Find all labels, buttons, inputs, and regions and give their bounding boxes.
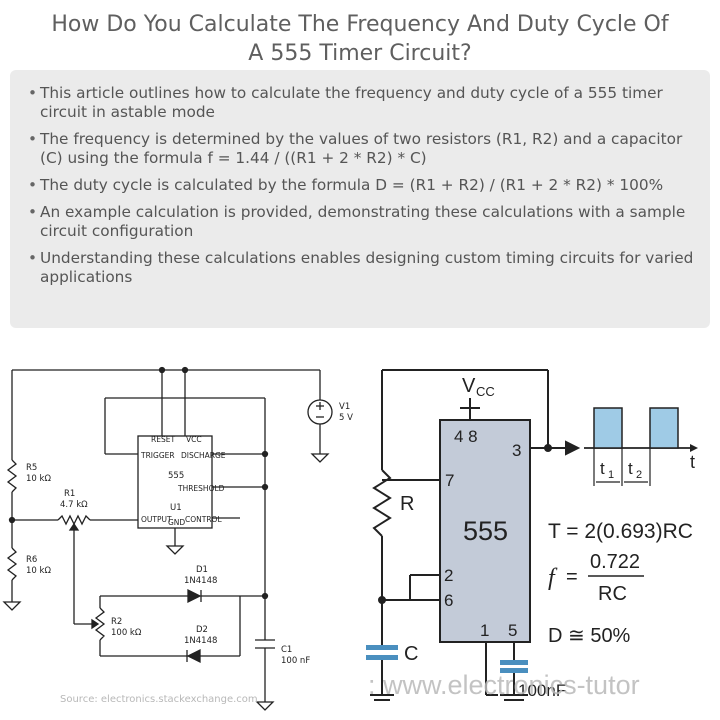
ground-ic-icon (165, 545, 185, 555)
page-title: How Do You Calculate The Frequency And D… (0, 10, 720, 68)
pulse-2 (649, 407, 679, 449)
r2-potentiometer (94, 607, 106, 641)
pin-output-label: OUTPUT (141, 515, 172, 524)
d1-label: D1 (196, 565, 208, 575)
r5-resistor (6, 459, 18, 493)
watermark-text: : www.electronics-tutor (368, 670, 640, 700)
r1-value: 4.7 kΩ (60, 500, 88, 510)
pin-reset-label: RESET (151, 435, 175, 444)
left-schematic-labels: RESET VCC TRIGGER DISCHARGE 555 THRESHOL… (26, 402, 353, 705)
pin-2-label: 2 (444, 566, 453, 585)
r2-label: R2 (111, 617, 122, 627)
pin-4-8-label: 4 8 (454, 427, 478, 446)
cap-100nf-plate-top (500, 660, 528, 665)
r6-value: 10 kΩ (26, 566, 51, 576)
left-schematic (2, 366, 333, 711)
pin-gnd-label: GND (168, 518, 185, 527)
formula-f-equals: = (566, 566, 578, 588)
circuit-figure: RESET VCC TRIGGER DISCHARGE 555 THRESHOL… (0, 350, 720, 720)
summary-panel: This article outlines how to calculate t… (10, 70, 710, 328)
formula-f-denominator: RC (598, 583, 627, 605)
formula-duty: D ≅ 50% (548, 625, 631, 647)
r5-label: R5 (26, 463, 37, 473)
time-axis-label: t (690, 452, 695, 472)
v1-value: 5 V (339, 413, 353, 423)
summary-bullet-2: The frequency is determined by the value… (28, 130, 694, 168)
r6-resistor (6, 547, 18, 581)
t2-sub-label: 2 (636, 469, 642, 481)
d2-diode-icon (186, 648, 201, 664)
pin-5-label: 5 (508, 621, 517, 640)
pin-threshold-label: THRESHOLD (177, 484, 225, 493)
r1-potentiometer (57, 514, 91, 526)
v1-label: V1 (339, 402, 350, 412)
pin-6-label: 6 (444, 591, 453, 610)
pulse-1 (593, 407, 623, 449)
c-capacitor-plate-top (366, 645, 398, 650)
waveform (584, 407, 698, 486)
source-credit: Source: electronics.stackexchange.com (60, 694, 258, 705)
c1-label: C1 (281, 645, 292, 655)
right-schematic (366, 369, 581, 701)
pin-discharge-label: DISCHARGE (181, 451, 226, 460)
vcc-v-label: V (462, 375, 476, 397)
u1-label: U1 (170, 503, 182, 513)
summary-bullet-3: The duty cycle is calculated by the form… (28, 176, 694, 195)
ground-c1-icon (255, 701, 275, 711)
d2-label: D2 (196, 625, 208, 635)
d1-value: 1N4148 (184, 576, 217, 586)
pin-control-label: CONTROL (185, 515, 222, 524)
pin-7-label: 7 (445, 471, 454, 490)
ground-r6-icon (2, 601, 22, 611)
vcc-sub-label: CC (476, 384, 495, 399)
pin-trigger-label: TRIGGER (140, 451, 175, 460)
pin-1-label: 1 (480, 621, 489, 640)
r1-label: R1 (64, 489, 75, 499)
pin-3-label: 3 (512, 441, 521, 460)
summary-bullet-5: Understanding these calculations enables… (28, 249, 694, 287)
formula-f-numerator: 0.722 (590, 551, 640, 573)
r2-value: 100 kΩ (111, 628, 142, 638)
c1-value: 100 nF (281, 656, 310, 666)
right-schematic-labels: V CC 4 8 3 7 555 2 6 1 5 R C 100nF t t 1… (368, 375, 695, 700)
summary-list: This article outlines how to calculate t… (28, 84, 694, 287)
time-axis-arrow-icon (690, 444, 698, 452)
right-555-chip (439, 419, 531, 643)
r6-label: R6 (26, 555, 37, 565)
cap-100nf-plate-bottom (500, 668, 528, 673)
cap-value-label: 100nF (518, 681, 566, 700)
ground-v1-icon (310, 453, 330, 463)
title-line-2: A 555 Timer Circuit? (248, 41, 472, 66)
pin-vcc-label: VCC (186, 435, 202, 444)
d1-diode-icon (187, 588, 202, 604)
formula-period: T = 2(0.693)RC (548, 520, 693, 543)
capacitor-c-label: C (404, 643, 418, 665)
summary-bullet-4: An example calculation is provided, demo… (28, 203, 694, 241)
left-chip-label: 555 (168, 471, 184, 481)
t1-label: t (600, 459, 605, 478)
t2-label: t (628, 459, 633, 478)
circuit-diagrams: RESET VCC TRIGGER DISCHARGE 555 THRESHOL… (2, 366, 698, 711)
title-line-1: How Do You Calculate The Frequency And D… (51, 12, 669, 37)
resistor-r-label: R (400, 493, 414, 515)
d2-value: 1N4148 (184, 636, 217, 646)
t1-sub-label: 1 (608, 469, 614, 481)
summary-bullet-1: This article outlines how to calculate t… (28, 84, 694, 122)
formula-f-symbol: f (548, 565, 558, 591)
r5-value: 10 kΩ (26, 474, 51, 484)
output-arrow-icon (565, 440, 581, 456)
c-capacitor-plate-bottom (366, 655, 398, 660)
right-chip-label: 555 (463, 516, 508, 546)
